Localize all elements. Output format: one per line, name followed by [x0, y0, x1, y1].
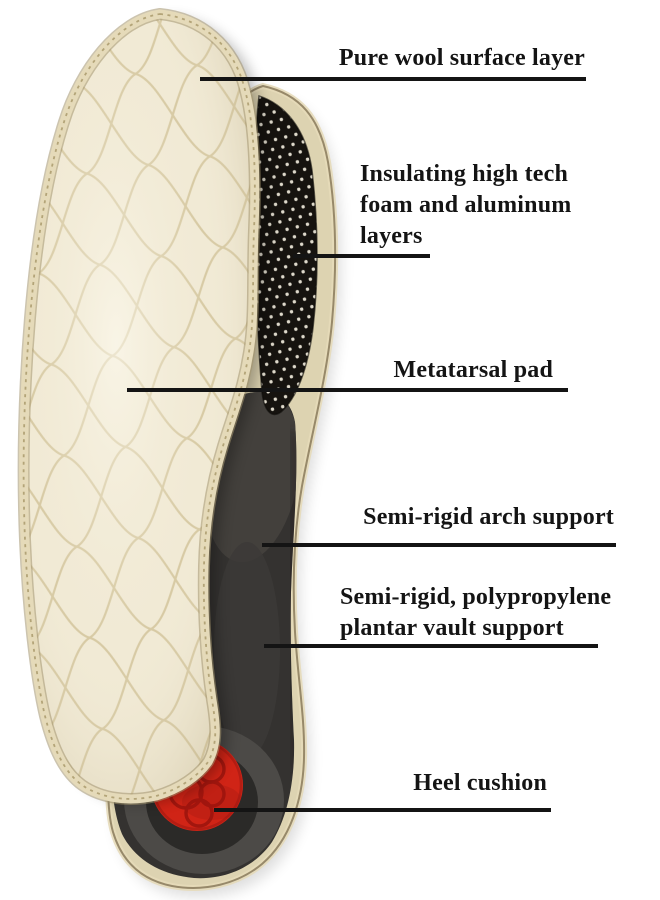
leader-line-pure-wool: [200, 77, 586, 81]
label-pure-wool: Pure wool surface layer: [338, 45, 585, 71]
leader-line-heel-cushion: [214, 808, 551, 812]
leader-line-foam-aluminum: [293, 254, 430, 258]
leader-line-metatarsal-pad: [127, 388, 568, 392]
label-plantar-vault: Semi-rigid, polypropylene plantar vault …: [340, 584, 612, 641]
label-heel-cushion: Heel cushion: [413, 770, 547, 796]
label-arch-support: Semi-rigid arch support: [363, 504, 614, 530]
label-foam-aluminum: Insulating high tech foam and aluminum l…: [360, 161, 572, 249]
leader-line-plantar-vault: [264, 644, 598, 648]
leader-line-arch-support: [262, 543, 616, 547]
label-metatarsal-pad: Metatarsal pad: [393, 357, 553, 383]
